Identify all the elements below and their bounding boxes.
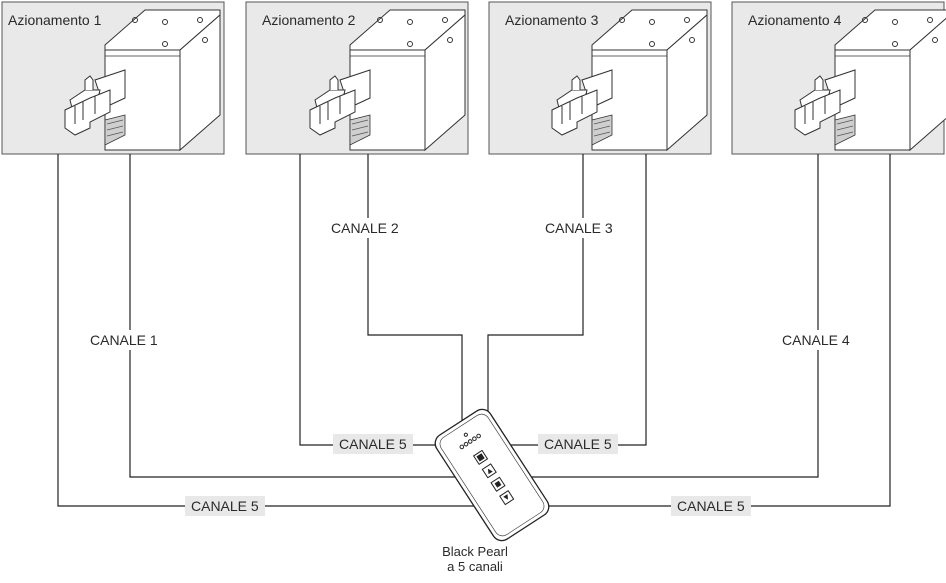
wire-channel-5-inner: [299, 154, 647, 446]
remote-control: [434, 408, 550, 542]
wire-channel-3: [487, 154, 584, 425]
drive-title-2: Azionamento 2: [262, 12, 356, 28]
label-canale-5-right-inner: CANALE 5: [538, 434, 618, 454]
drive-title-1: Azionamento 1: [8, 12, 102, 28]
drive-title-4: Azionamento 4: [748, 12, 842, 28]
label-canale-4: CANALE 4: [778, 330, 854, 350]
label-canale-2: CANALE 2: [327, 218, 403, 238]
remote-name-line-2: a 5 canali: [447, 559, 503, 574]
label-canale-3: CANALE 3: [541, 218, 617, 238]
remote-name-line-1: Black Pearl: [442, 544, 508, 559]
label-canale-5-left-outer: CANALE 5: [185, 496, 265, 516]
label-canale-5-right-outer: CANALE 5: [671, 496, 751, 516]
wire-channel-2: [367, 154, 463, 425]
label-canale-5-left-inner: CANALE 5: [333, 434, 413, 454]
drive-title-3: Azionamento 3: [505, 12, 599, 28]
label-canale-1: CANALE 1: [86, 330, 162, 350]
remote-caption: Black Pearl a 5 canali: [420, 544, 530, 574]
